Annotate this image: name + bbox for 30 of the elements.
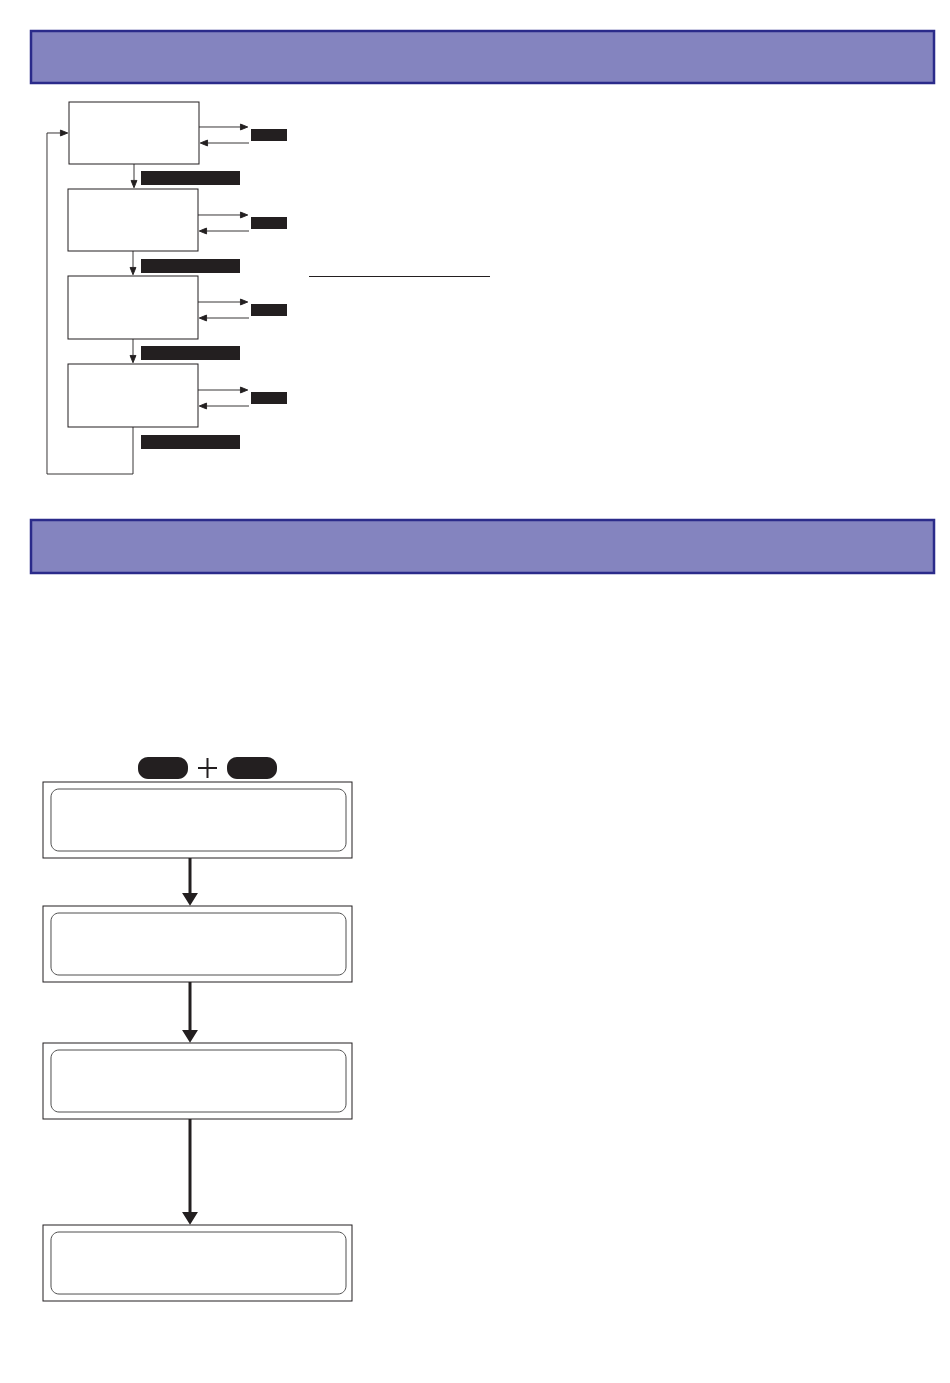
step-box <box>67 363 199 428</box>
label-tag <box>251 217 287 229</box>
arrow <box>198 227 250 235</box>
arrow <box>129 250 137 276</box>
arrow <box>129 338 137 364</box>
label-tag <box>251 392 287 404</box>
step-box <box>67 188 199 252</box>
arrow <box>197 211 249 219</box>
arrow <box>130 163 138 189</box>
arrow <box>199 139 250 147</box>
label-tag <box>251 129 287 141</box>
display-box <box>42 781 353 859</box>
display-box <box>42 1042 353 1120</box>
step-box <box>68 101 200 165</box>
arrow <box>46 129 134 475</box>
label-bar <box>141 346 240 360</box>
arrow <box>197 298 249 306</box>
display-box <box>42 1224 353 1302</box>
display-box <box>42 905 353 983</box>
key-pill <box>138 757 188 779</box>
arrow <box>198 123 249 131</box>
label-tag <box>251 304 287 316</box>
label-bar <box>141 171 240 185</box>
arrow <box>197 386 249 394</box>
label-bar <box>141 435 240 449</box>
arrow <box>198 402 250 410</box>
arrow <box>198 314 250 322</box>
step-box <box>67 275 199 340</box>
key-pill <box>227 757 277 779</box>
label-bar <box>141 259 240 273</box>
